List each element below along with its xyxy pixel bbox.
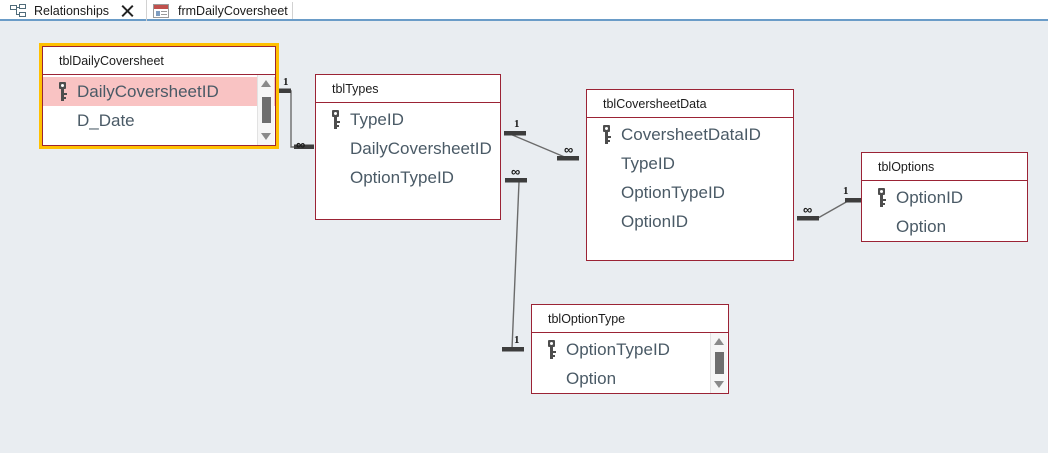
scrollbar-tbloptiontype[interactable] <box>710 333 727 393</box>
field-list-tbldailycoversheet[interactable]: DailyCoversheetID D_Date <box>43 75 275 145</box>
field-option[interactable]: Option <box>862 212 1027 241</box>
field-optionid[interactable]: OptionID <box>587 207 793 236</box>
table-tbloptiontype[interactable]: tblOptionType OptionTypeID Option <box>531 304 729 394</box>
table-tbldailycoversheet[interactable]: tblDailyCoversheet DailyCoversheetID D_D… <box>39 43 279 149</box>
field-label: DailyCoversheetID <box>77 81 219 101</box>
tab-relationships[interactable]: Relationships <box>0 0 140 21</box>
cardinality-one-dailycoversheet-types: 1 <box>283 76 289 88</box>
tab-divider <box>292 2 293 19</box>
field-typeid[interactable]: TypeID <box>587 149 793 178</box>
relationships-canvas[interactable]: 1 ∞ 1 ∞ ∞ 1 ∞ 1 tblDailyCoversheet Daily… <box>0 21 1048 453</box>
field-label: DailyCoversheetID <box>350 138 492 158</box>
table-title-tbldailycoversheet: tblDailyCoversheet <box>43 47 275 75</box>
table-title-tblcoversheetdata: tblCoversheetData <box>587 90 793 118</box>
table-title-tbloptiontype: tblOptionType <box>532 305 728 333</box>
cardinality-many-types-coversheetdata: ∞ <box>564 142 574 157</box>
cardinality-many-coversheetdata-options: ∞ <box>803 202 813 217</box>
field-label: TypeID <box>350 109 404 129</box>
scroll-down-arrow-icon[interactable] <box>714 381 724 388</box>
field-label: CoversheetDataID <box>621 124 761 144</box>
field-label: OptionTypeID <box>566 339 670 359</box>
field-label: OptionID <box>621 211 689 231</box>
field-d-date[interactable]: D_Date <box>43 106 275 135</box>
field-label: OptionTypeID <box>350 167 454 187</box>
field-list-tbloptiontype[interactable]: OptionTypeID Option <box>532 333 728 393</box>
field-dailycoversheetid[interactable]: DailyCoversheetID <box>316 134 500 163</box>
scroll-up-arrow-icon[interactable] <box>714 338 724 345</box>
document-tab-bar: Relationships frmDailyCoversheet <box>0 0 1048 21</box>
form-icon <box>153 3 169 18</box>
table-tbltypes[interactable]: tblTypes DailyCoversheetID TypeID DailyC… <box>315 74 501 220</box>
primary-key-icon <box>324 110 346 129</box>
cardinality-one-types-coversheetdata: 1 <box>514 118 520 130</box>
field-label: Option <box>896 216 947 236</box>
field-optiontypeid[interactable]: OptionTypeID <box>316 163 500 192</box>
field-list-tblcoversheetdata[interactable]: CoversheetDataID TypeID OptionTypeID Opt… <box>587 118 793 236</box>
field-label: Option <box>566 368 617 388</box>
field-label: D_Date <box>77 110 135 130</box>
table-title-tbloptions: tblOptions <box>862 153 1027 181</box>
field-dailycoversheetid[interactable]: DailyCoversheetID <box>43 77 275 106</box>
close-icon[interactable] <box>118 2 136 20</box>
field-option[interactable]: Option <box>532 364 728 393</box>
scrollbar-thumb[interactable] <box>715 352 724 374</box>
primary-key-icon <box>51 82 73 101</box>
field-list-tbloptions[interactable]: OptionID Option <box>862 181 1027 241</box>
scrollbar-thumb[interactable] <box>262 97 271 123</box>
field-coversheetdataid[interactable]: CoversheetDataID <box>587 120 793 149</box>
primary-key-icon <box>870 188 892 207</box>
table-tblcoversheetdata[interactable]: tblCoversheetData CoversheetDataID TypeI… <box>586 89 794 261</box>
scroll-up-arrow-icon[interactable] <box>261 80 271 87</box>
table-tbloptions[interactable]: tblOptions OptionID Option <box>861 152 1028 242</box>
field-typeid[interactable]: DailyCoversheetID TypeID <box>316 105 500 134</box>
primary-key-icon <box>540 340 562 359</box>
cardinality-one-options-coversheetdata: 1 <box>843 185 849 197</box>
relationships-icon <box>10 3 27 18</box>
cardinality-many-dailycoversheet-types: ∞ <box>296 137 306 152</box>
table-title-tbltypes: tblTypes <box>316 75 500 103</box>
field-optionid[interactable]: OptionID <box>862 183 1027 212</box>
field-label: OptionTypeID <box>621 182 725 202</box>
field-label: OptionID <box>896 187 964 207</box>
scrollbar-tbldailycoversheet[interactable] <box>257 75 274 145</box>
field-optiontypeid[interactable]: OptionTypeID <box>587 178 793 207</box>
primary-key-icon <box>595 125 617 144</box>
field-list-tbltypes[interactable]: DailyCoversheetID TypeID DailyCoversheet… <box>316 103 500 192</box>
field-optiontypeid[interactable]: OptionTypeID <box>532 335 728 364</box>
cardinality-many-types-optiontype: ∞ <box>511 164 521 179</box>
field-label: TypeID <box>621 153 675 173</box>
cardinality-one-optiontype-types: 1 <box>514 334 520 346</box>
scroll-down-arrow-icon[interactable] <box>261 133 271 140</box>
tab-relationships-label: Relationships <box>34 3 110 18</box>
tab-frmdailycoversheet-label: frmDailyCoversheet <box>178 3 288 18</box>
tab-frmdailycoversheet[interactable]: frmDailyCoversheet <box>146 0 292 21</box>
